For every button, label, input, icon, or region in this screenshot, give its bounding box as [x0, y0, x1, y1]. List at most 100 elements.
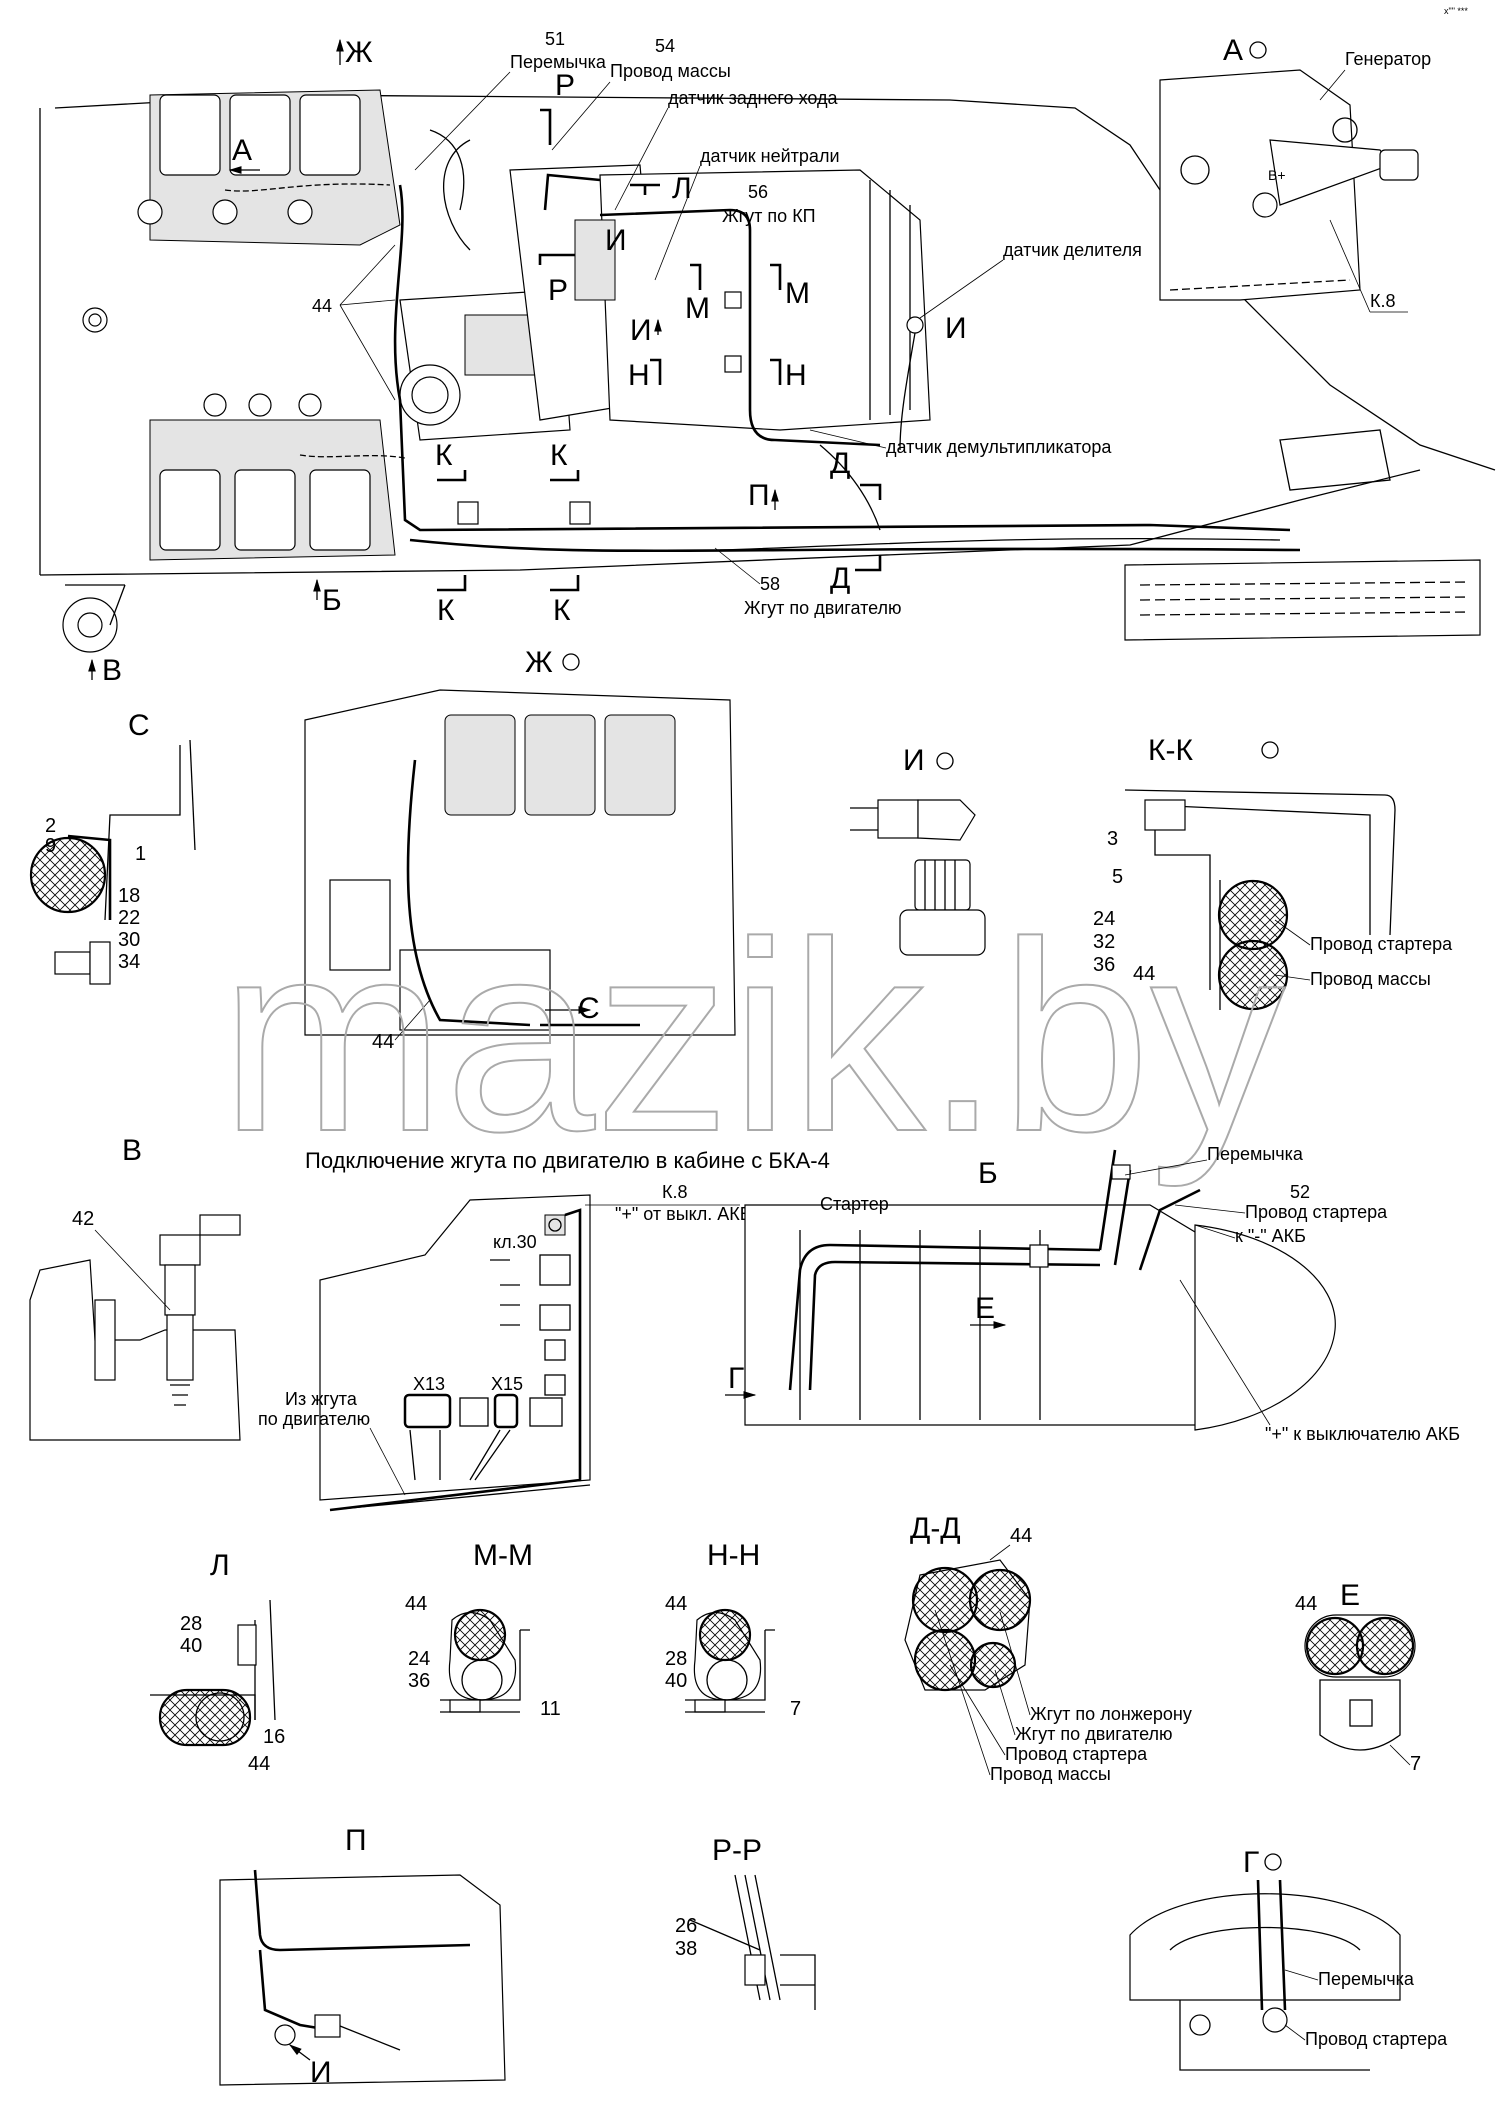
callout-56: 56: [748, 182, 768, 202]
view-g-peremychka: Перемычка: [1318, 1969, 1415, 1989]
view-g: Г Перемычка Провод стартера: [1129, 1846, 1448, 2071]
view-kk-part-24: 24: [1093, 908, 1115, 930]
view-l: Л 28 40 16 44: [150, 1549, 285, 1775]
view-a-generator-label: Генератор: [1345, 49, 1431, 69]
view-e-title: Е: [1340, 1579, 1360, 1612]
view-nn-part-28: 28: [665, 1648, 687, 1670]
view-zh-c-arrow: С: [578, 992, 600, 1025]
view-b-plus-vykl: "+" к выключателю АКБ: [1265, 1424, 1460, 1444]
view-zh: Ж С 44: [304, 646, 736, 1053]
view-mm-part-24: 24: [408, 1648, 430, 1670]
view-letter-i1: И: [605, 224, 627, 257]
view-b-peremychka: Перемычка: [1207, 1144, 1304, 1164]
callout-44: 44: [312, 296, 332, 316]
view-g-title: Г: [1243, 1846, 1259, 1879]
view-c-part-1: 1: [135, 843, 146, 865]
view-mm-part-36: 36: [408, 1670, 430, 1692]
view-dd-provod-startera: Провод стартера: [1005, 1744, 1148, 1764]
callout-58: 58: [760, 574, 780, 594]
view-l-part-16: 16: [263, 1726, 285, 1748]
view-rr: Р-Р 26 38: [675, 1834, 816, 2010]
view-letter-zh: Ж: [345, 36, 373, 69]
view-b-starter-label: Стартер: [820, 1194, 889, 1214]
view-zh-44: 44: [372, 1031, 394, 1053]
view-mm-part-11: 11: [540, 1698, 561, 1720]
view-l-part-40: 40: [180, 1635, 202, 1657]
view-p: П И: [219, 1824, 506, 2089]
view-nn-part-40: 40: [665, 1670, 687, 1692]
view-dd-zhgut-lonzheron: Жгут по лонжерону: [1030, 1704, 1192, 1724]
bka4-x13: X13: [413, 1374, 445, 1394]
view-c-part-18: 18: [118, 885, 140, 907]
view-b-minus-akb: к "-" АКБ: [1235, 1226, 1306, 1246]
view-letter-i2: И: [630, 314, 652, 347]
view-letter-n2: Н: [785, 359, 807, 392]
view-kk: К-К 3 5 24 32 36 44 Провод стартера Пров…: [1093, 734, 1453, 1011]
view-dd-provod-massy: Провод массы: [990, 1764, 1111, 1784]
view-letter-m1: М: [685, 292, 710, 325]
view-v: В 42: [29, 1134, 241, 1441]
view-letter-r-top: Р: [555, 69, 575, 102]
view-g-provod-startera: Провод стартера: [1305, 2029, 1448, 2049]
view-l-part-28: 28: [180, 1613, 202, 1635]
view-rr-part-26: 26: [675, 1915, 697, 1937]
view-letter-k4: К: [553, 594, 571, 627]
view-dd-44: 44: [1010, 1525, 1032, 1547]
bka4-po-dvigatelyu: по двигателю: [258, 1409, 370, 1429]
view-i-title: И: [903, 744, 925, 777]
callout-delitel: датчик делителя: [1003, 240, 1142, 260]
view-b-e-arrow: Е: [975, 1292, 995, 1325]
view-kk-part-44: 44: [1133, 963, 1155, 985]
view-letter-d1: Д: [830, 447, 850, 480]
view-letter-k2: К: [550, 439, 568, 472]
bka4-connection-view: Подключение жгута по двигателю в кабине …: [258, 1148, 830, 1512]
view-nn-title: Н-Н: [707, 1539, 760, 1572]
view-letter-k1: К: [435, 439, 453, 472]
watermark: mazik.by: [220, 887, 1285, 1189]
view-e: Е 44 7: [1295, 1579, 1421, 1775]
view-c: С 2 9 1 18 22 30 34: [29, 709, 196, 985]
view-c-title: С: [128, 709, 150, 742]
view-a-title: А: [1223, 34, 1243, 67]
view-l-title: Л: [210, 1549, 230, 1582]
bka4-k8: К.8: [662, 1182, 688, 1202]
view-b-title: Б: [978, 1157, 998, 1190]
view-nn-part-44: 44: [665, 1593, 687, 1615]
view-a-generator: А В+ Генератор К.8: [1159, 34, 1431, 313]
view-mm-part-44: 44: [405, 1593, 427, 1615]
corner-mark: х"" ***: [1444, 6, 1468, 16]
bka4-kl30: кл.30: [493, 1232, 537, 1252]
bka4-plus-akb: "+" от выкл. АКБ: [615, 1204, 752, 1224]
view-kk-part-36: 36: [1093, 954, 1115, 976]
view-letter-d2: Д: [830, 562, 850, 595]
view-letter-l: Л: [672, 172, 692, 205]
view-kk-title: К-К: [1148, 734, 1193, 767]
view-kk-provod-startera: Провод стартера: [1310, 934, 1453, 954]
view-kk-part-32: 32: [1093, 931, 1115, 953]
callout-provod-massy: Провод массы: [610, 61, 731, 81]
view-rr-title: Р-Р: [712, 1834, 762, 1867]
bka4-x15: X15: [491, 1374, 523, 1394]
view-p-i-label: И: [310, 2056, 332, 2089]
view-zh-title: Ж: [525, 646, 553, 679]
view-letter-i3: И: [945, 312, 967, 345]
view-letter-n1: Н: [628, 359, 650, 392]
view-dd-zhgut-dvigatel: Жгут по двигателю: [1015, 1724, 1173, 1744]
view-b-g-arrow: Г: [728, 1362, 744, 1395]
callout-54: 54: [655, 36, 675, 56]
view-letter-p: П: [748, 479, 770, 512]
view-letter-m2: М: [785, 277, 810, 310]
view-mm-title: М-М: [473, 1539, 533, 1572]
view-v-title: В: [122, 1134, 142, 1167]
bka4-iz-zhguta: Из жгута: [285, 1389, 358, 1409]
view-l-part-44: 44: [248, 1753, 270, 1775]
view-p-title: П: [345, 1824, 367, 1857]
view-kk-part-5: 5: [1112, 866, 1123, 888]
view-kk-provod-massy: Провод массы: [1310, 969, 1431, 989]
view-letter-r-bottom: Р: [548, 274, 568, 307]
callout-demultiplikator: датчик демультипликатора: [886, 437, 1112, 457]
view-letter-k3: К: [437, 594, 455, 627]
view-c-part-9: 9: [45, 835, 56, 857]
view-e-7: 7: [1410, 1753, 1421, 1775]
callout-zadniy-hod: датчик заднего хода: [668, 88, 838, 108]
